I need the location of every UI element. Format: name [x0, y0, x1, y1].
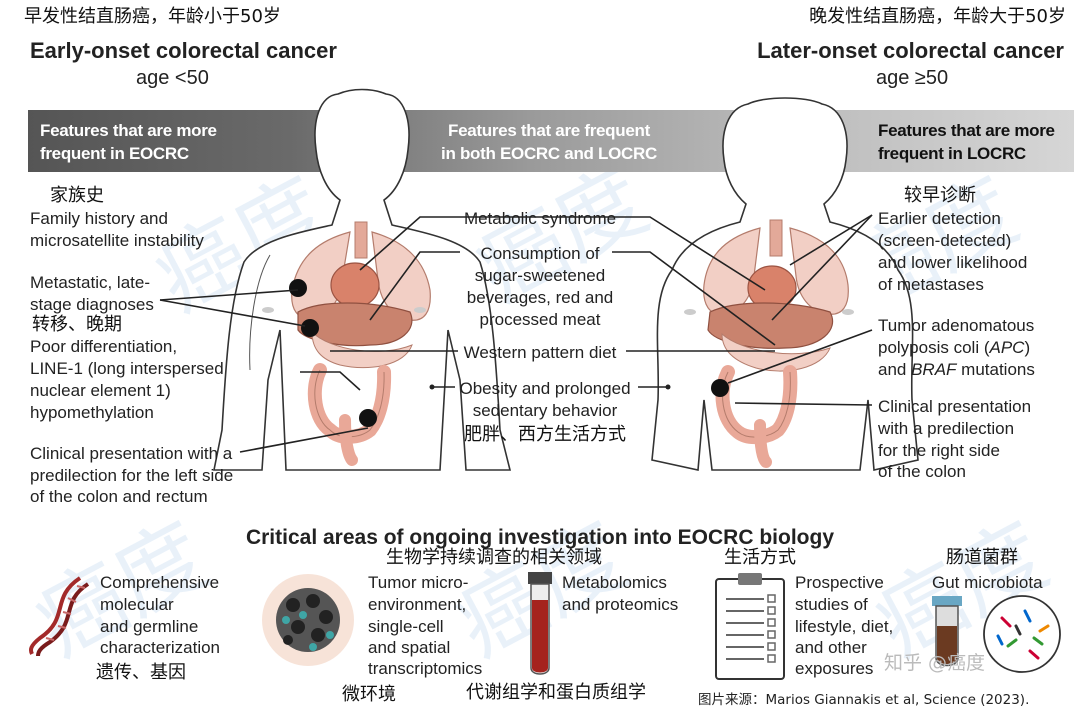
left-title-zh: 早发性结直肠癌，年龄小于50岁 [24, 6, 281, 27]
tumor-line3-b: mutations [956, 360, 1035, 379]
tumor-line3-a: and [878, 360, 912, 379]
left-title-en: Early-onset colorectal cancer [30, 38, 337, 63]
family-history-line2: microsatellite instability [30, 231, 204, 250]
lifestyle-line5: exposures [795, 659, 874, 678]
left-clinical-line1: Clinical presentation with a [30, 444, 233, 463]
differentiation-line4: hypomethylation [30, 403, 154, 422]
family-history-zh: 家族史 [50, 185, 104, 206]
consumption-line3: beverages, red and [466, 288, 614, 307]
genetics-line4: characterization [100, 638, 221, 657]
test-tube-icon [528, 572, 552, 675]
band-right-line1: Features that are more [878, 121, 1055, 140]
earlier-detection-zh: 较早诊断 [904, 185, 976, 206]
microbiota-line1: Gut microbiota [932, 573, 1043, 592]
tumor-line2-a: polyposis coli ( [878, 338, 990, 357]
right-title-en: Later-onset colorectal cancer [757, 38, 1064, 63]
genetics-line1: Comprehensive [100, 573, 220, 592]
metastatic-zh: 转移、晚期 [32, 314, 122, 335]
tumor-line2-b: ) [1024, 338, 1031, 357]
microenv-line2: environment, [368, 595, 467, 614]
dna-icon [29, 576, 90, 657]
differentiation-line3: nuclear element 1) [30, 381, 171, 400]
consumption-line4: processed meat [479, 310, 601, 329]
metabolomics-line2: and proteomics [562, 595, 679, 614]
obesity-zh: 肥胖、西方生活方式 [464, 424, 626, 445]
obesity-line2: sedentary behavior [472, 401, 618, 420]
band-middle-line1: Features that are frequent [448, 121, 650, 140]
metabolomics-zh: 代谢组学和蛋白质组学 [466, 682, 646, 703]
genetics-zh: 遗传、基因 [96, 662, 186, 683]
left-clinical-line3: of the colon and rectum [30, 487, 208, 506]
microenv-line5: transcriptomics [368, 659, 483, 678]
zhihu-watermark: 知乎 @癌度 [884, 652, 986, 674]
band-left-line2: frequent in EOCRC [40, 144, 189, 163]
lifestyle-zh: 生活方式 [724, 547, 796, 568]
band-middle-line2: in both EOCRC and LOCRC [441, 144, 657, 163]
microbe-icon [932, 595, 1061, 673]
earlier-detection-line3: and lower likelihood [878, 253, 1028, 272]
right-clinical-line1: Clinical presentation [878, 397, 1032, 416]
microbiota-zh: 肠道菌群 [946, 547, 1018, 568]
left-title-age: age <50 [136, 67, 209, 89]
right-clinical-line3: for the right side [878, 441, 1000, 460]
microenv-line3: single-cell [368, 617, 444, 636]
tumor-colon-left [359, 409, 377, 427]
tumor-lung-left [289, 279, 307, 297]
metastatic-line1: Metastatic, late- [30, 273, 150, 292]
consumption-line2: sugar-sweetened [474, 266, 606, 285]
tumor-line3: and BRAF mutations [878, 359, 1035, 380]
microenv-zh: 微环境 [342, 684, 396, 705]
consumption-line1: Consumption of [480, 244, 600, 263]
earlier-detection-line2: (screen-detected) [878, 231, 1012, 250]
differentiation-line2: LINE-1 (long interspersed [30, 359, 224, 378]
lifestyle-line4: and other [795, 638, 867, 657]
tumor-liver-left [301, 319, 319, 337]
band-right-line2: frequent in LOCRC [878, 144, 1026, 163]
investigation-title: Critical areas of ongoing investigation … [245, 526, 835, 549]
right-title-zh: 晚发性结直肠癌，年龄大于50岁 [809, 6, 1066, 27]
lifestyle-line1: Prospective [795, 573, 884, 592]
genetics-line3: and germline [100, 617, 199, 636]
western-pattern-diet: Western pattern diet [463, 343, 617, 362]
microenv-line1: Tumor micro- [368, 573, 469, 592]
lifestyle-line2: studies of [795, 595, 868, 614]
right-organs [684, 219, 854, 468]
differentiation-line1: Poor differentiation, [30, 337, 178, 356]
connector-lines [159, 214, 873, 453]
tumor-line1: Tumor adenomatous [878, 316, 1035, 335]
earlier-detection-line1: Earlier detection [878, 209, 1001, 228]
cell-icon [262, 574, 354, 666]
band-left-line1: Features that are more [40, 121, 217, 140]
metastatic-line2: stage diagnoses [30, 295, 154, 314]
right-clinical-line4: of the colon [878, 462, 966, 481]
earlier-detection-line4: of metastases [878, 275, 984, 294]
clipboard-icon [715, 573, 785, 680]
left-clinical-line2: predilection for the left side [30, 466, 234, 485]
genetics-line2: molecular [100, 595, 174, 614]
investigation-title-zh: 生物学持续调查的相关领域 [386, 547, 602, 568]
tumor-apc: APC [989, 338, 1025, 357]
right-title-age: age ≥50 [876, 67, 949, 89]
family-history-line1: Family history and [30, 209, 168, 228]
metabolomics-line1: Metabolomics [562, 573, 667, 592]
metabolic-syndrome: Metabolic syndrome [463, 209, 617, 228]
tumor-colon-right [711, 379, 729, 397]
left-organs [262, 221, 431, 466]
lifestyle-line3: lifestyle, diet, [795, 617, 894, 636]
microenv-line4: and spatial [368, 638, 451, 657]
tumor-line2: polyposis coli (APC) [878, 337, 1030, 358]
tumor-braf: BRAF [911, 360, 957, 379]
obesity-line1: Obesity and prolonged [459, 379, 631, 398]
feature-category-band [28, 110, 1074, 172]
image-source: 图片来源：Marios Giannakis et al, Science (20… [698, 692, 1030, 708]
right-clinical-line2: with a predilection [878, 419, 1015, 438]
